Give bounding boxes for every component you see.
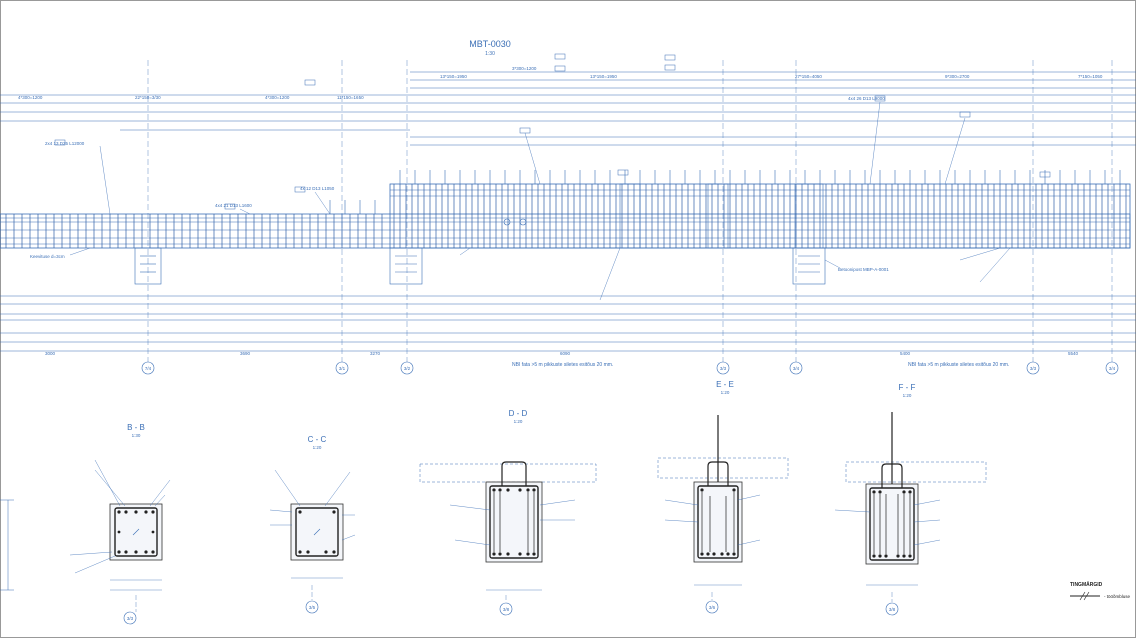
section-title: C - C bbox=[308, 435, 327, 444]
section-left-stub bbox=[0, 499, 14, 591]
dim-text: 13*150=1950 bbox=[590, 74, 617, 79]
drawing-title: MBT-0030 bbox=[469, 39, 511, 49]
top-dimension-lines bbox=[0, 71, 1136, 146]
dim-text: 9*300=2700 bbox=[945, 74, 970, 79]
grid-axis-bubble: 3/4 bbox=[1105, 361, 1119, 375]
dim-text: 5540 bbox=[1068, 351, 1079, 356]
section-axis: 3/8 bbox=[503, 607, 510, 612]
bottom-dimension-texts: 3000 3690 3270 6090 5400 5540 bbox=[45, 351, 1079, 356]
drawing-scale: 1:30 bbox=[485, 51, 495, 57]
callout-text: 4x 12 D13 L1050 bbox=[300, 186, 335, 191]
section-scale: 1:20 bbox=[903, 393, 912, 398]
section-axis: 3/3 bbox=[127, 616, 134, 621]
grid-axis-bubble: 3/3 bbox=[1026, 361, 1040, 375]
top-callout-boxes bbox=[54, 53, 1051, 210]
section-title: B - B bbox=[127, 423, 145, 432]
dim-text: 11*150=1650 bbox=[337, 95, 364, 100]
section-axis: 3/8 bbox=[889, 607, 896, 612]
cross-sections: B - B 1:30 3/3 C - C 1:20 bbox=[0, 380, 987, 625]
section-title: F - F bbox=[899, 383, 916, 392]
section-scale: 1:20 bbox=[313, 445, 322, 450]
grid-axis-bubble: 3/1 bbox=[335, 361, 349, 375]
bottom-dimension-lines bbox=[0, 295, 1136, 352]
callout-text: 2x4 13 D25 L12000 bbox=[45, 141, 85, 146]
section-title: D - D bbox=[509, 409, 528, 418]
note-text: NBI fata >5 m pikkuste siletes esitõus 2… bbox=[908, 362, 1009, 368]
section-f-f: F - F 1:20 3/8 bbox=[834, 383, 987, 616]
dim-text: 3*300=1200 bbox=[512, 66, 537, 71]
dim-text: 7*150=1050 bbox=[1078, 74, 1103, 79]
grid-axis-bubble: 3/3 bbox=[716, 361, 730, 375]
legend-title: TINGMÄRGID bbox=[1070, 581, 1103, 588]
section-b-b: B - B 1:30 3/3 bbox=[69, 423, 171, 625]
dim-text: 5400 bbox=[900, 351, 911, 356]
legend: TINGMÄRGID - tööõmbluse bbox=[1070, 581, 1131, 601]
svg-text:3/3: 3/3 bbox=[720, 366, 727, 371]
svg-text:3/3: 3/3 bbox=[1030, 366, 1037, 371]
note-text: NBI fata >5 m pikkuste siletes esitõus 2… bbox=[512, 362, 613, 368]
dim-text: 3270 bbox=[370, 351, 381, 356]
section-scale: 1:20 bbox=[721, 390, 730, 395]
grid-axis-bubble: 3/4 bbox=[789, 361, 803, 375]
leader-lines bbox=[69, 101, 1011, 301]
dim-text: 3000 bbox=[45, 351, 56, 356]
dim-text: 4*300=1200 bbox=[265, 95, 290, 100]
support-columns bbox=[134, 247, 826, 285]
callout-text: Betoonipost MBP-A-0001 bbox=[838, 267, 889, 272]
section-e-e: E - E 1:20 3/6 bbox=[657, 380, 789, 614]
dim-text: 6090 bbox=[560, 351, 571, 356]
grid-axis-bubble: 7/4 bbox=[141, 361, 155, 375]
dim-text: 4*300=1200 bbox=[18, 95, 43, 100]
section-d-d: D - D 1:20 3/8 bbox=[419, 409, 597, 616]
dim-text: 27*150=4050 bbox=[795, 74, 822, 79]
top-dimension-texts: 4*300=1200 22*150=3/30 4*300=1200 11*150… bbox=[18, 66, 1103, 100]
svg-text:3/2: 3/2 bbox=[404, 366, 411, 371]
beam-body bbox=[0, 183, 1131, 249]
grid-axis-bubble: 3/2 bbox=[400, 361, 414, 375]
svg-text:3/4: 3/4 bbox=[793, 366, 800, 371]
dim-text: 13*150=1950 bbox=[440, 74, 467, 79]
beam-elevation: MBT-0030 1:30 4*300=1200 22*150=3/30 4*3… bbox=[0, 39, 1136, 375]
section-c-c: C - C 1:20 3/5 bbox=[269, 435, 356, 614]
section-axis: 3/5 bbox=[309, 605, 316, 610]
section-scale: 1:30 bbox=[132, 433, 141, 438]
section-title: E - E bbox=[716, 380, 734, 389]
svg-text:3/1: 3/1 bbox=[339, 366, 346, 371]
svg-text:3/4: 3/4 bbox=[1109, 366, 1116, 371]
callout-text: 4x4 21 D13 L1600 bbox=[215, 203, 252, 208]
grid-axes: 7/4 3/1 3/2 3/3 3/4 3/3 bbox=[141, 60, 1119, 375]
legend-item: - tööõmbluse bbox=[1104, 594, 1131, 599]
section-axis: 3/6 bbox=[709, 605, 716, 610]
callout-text: 4x4 26 D13 L9000 bbox=[848, 96, 885, 101]
section-scale: 1:20 bbox=[514, 419, 523, 424]
dim-text: 3690 bbox=[240, 351, 251, 356]
callout-text: Keevituse d=3cm bbox=[30, 254, 65, 259]
stirrup-projections bbox=[329, 170, 1121, 214]
svg-text:7/4: 7/4 bbox=[145, 366, 152, 371]
